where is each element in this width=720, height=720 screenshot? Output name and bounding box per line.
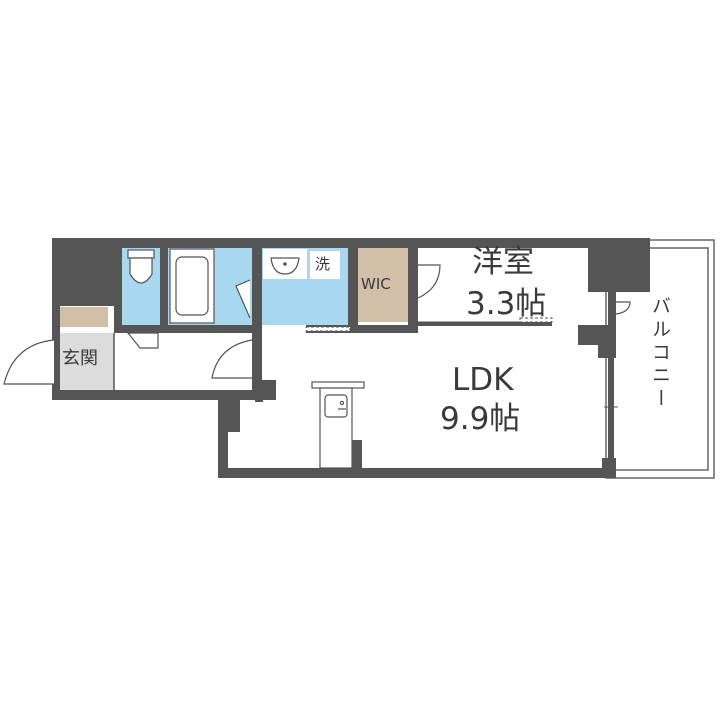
wic-label: WIC — [361, 275, 391, 293]
shoe-cabinet — [60, 307, 108, 327]
western-room-size: 3.3帖 — [466, 286, 547, 322]
walls — [52, 238, 650, 478]
bathtub-icon — [169, 248, 215, 324]
sliding-doors — [305, 317, 553, 332]
toilet-icon — [127, 249, 155, 284]
kitchen-unit — [311, 381, 365, 469]
doors — [3, 264, 631, 385]
balcony-label: バルコニー — [649, 296, 671, 411]
washroom-label: 洗 — [315, 255, 331, 273]
wic-room — [358, 248, 408, 322]
western-room-name: 洋室 — [472, 244, 534, 280]
washing-machine-area — [310, 251, 340, 279]
entrance-label: 玄関 — [62, 348, 98, 369]
washbasin-icon — [263, 249, 307, 279]
entrance-floor — [60, 333, 114, 390]
ldk-size: 9.9帖 — [440, 401, 521, 437]
ldk-name: LDK — [452, 362, 514, 398]
